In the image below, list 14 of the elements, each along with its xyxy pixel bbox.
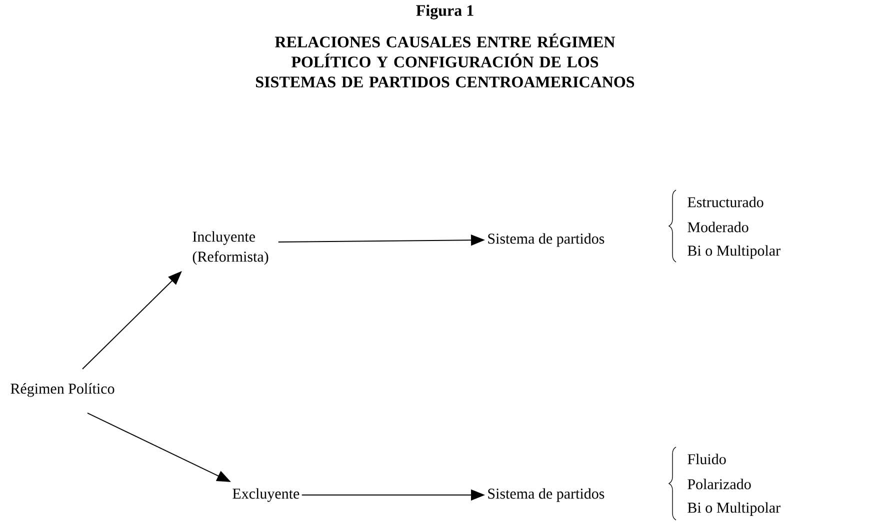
node-text: Excluyente: [232, 488, 300, 502]
figure-number: Figura 1: [416, 4, 474, 20]
title: RELACIONES CAUSALES ENTRE RÉGIMEN POLÍTICO Y CONFIGURACIÓN DE LOS SISTEMAS DE PARTIDOS CENTROAMERICANOS: [256, 34, 634, 88]
list-item: Estructurado: [688, 196, 764, 208]
node-text: Sistema de partidos: [488, 233, 604, 247]
arrow: [82, 271, 182, 370]
list-item: Bi o Multipolar: [688, 245, 780, 259]
node-text: Incluyente (Reformista): [192, 231, 268, 265]
node-text: Régimen Político: [10, 383, 114, 397]
list-item: Fluido: [688, 454, 726, 464]
node-text: Sistema de partidos: [488, 488, 604, 502]
list-item: Moderado: [688, 222, 748, 232]
list-item: Bi o Multipolar: [688, 502, 780, 516]
list-item: Polarizado: [688, 478, 751, 490]
